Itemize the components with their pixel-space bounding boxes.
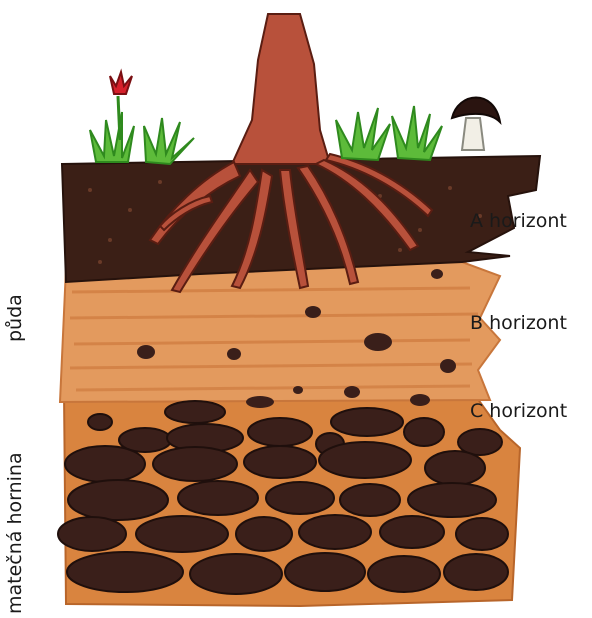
flower-icon — [110, 72, 132, 140]
mushroom-icon — [452, 98, 500, 151]
parent-rock-label: matečná hornina — [4, 452, 26, 614]
a-horizon-label: A horizont — [470, 210, 567, 232]
soil-label: půda — [4, 294, 26, 342]
b-horizon-layer — [60, 262, 500, 402]
c-horizon-label: C horizont — [470, 400, 567, 422]
b-horizon-label: B horizont — [470, 312, 567, 334]
